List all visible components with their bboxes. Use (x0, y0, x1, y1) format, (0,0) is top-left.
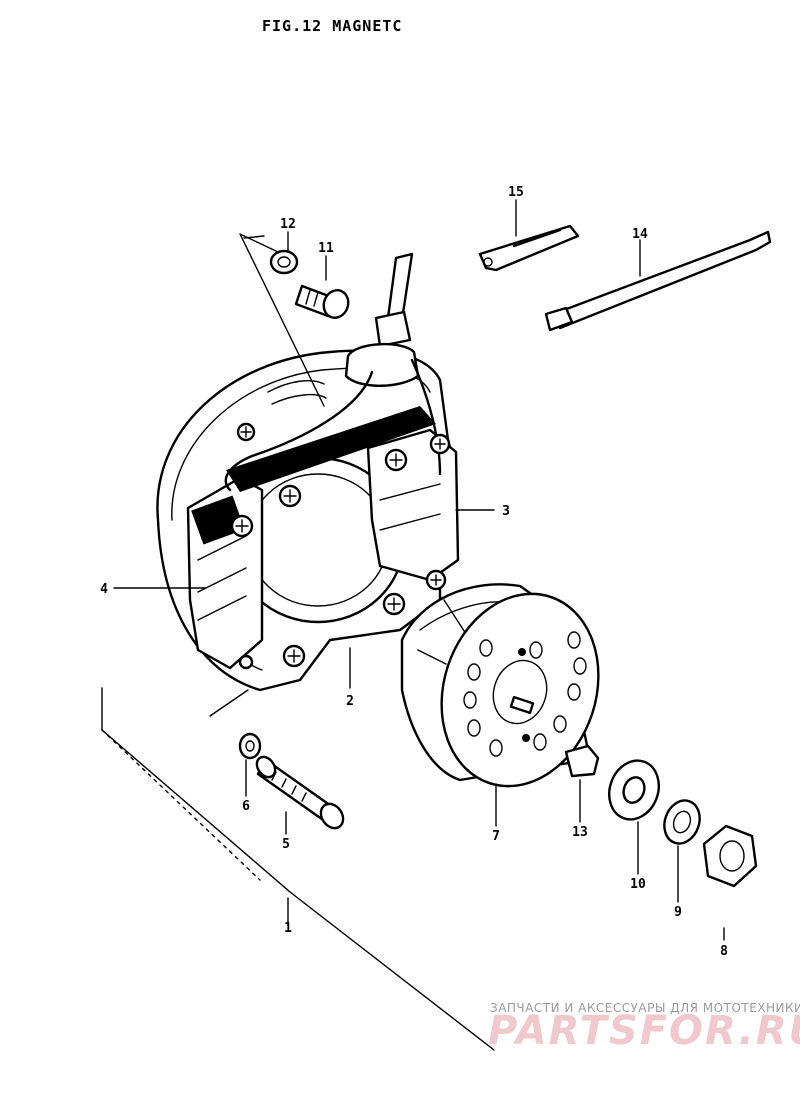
rotor-holes (463, 631, 587, 757)
stator-screw (425, 569, 447, 591)
lead-wire-clamp (478, 224, 580, 272)
woodruff-key (564, 744, 600, 778)
nut (702, 824, 758, 888)
lighting-coil (186, 476, 264, 670)
stator-screw (230, 514, 254, 538)
stator-mounting-screw (255, 755, 345, 830)
label-9: 9 (674, 905, 682, 920)
figure-title: FIG.12 MAGNETC (262, 17, 402, 35)
part-labels: 1 2 3 4 5 6 7 8 9 10 11 12 13 14 15 (100, 185, 728, 959)
flywheel-rotor (400, 583, 600, 788)
watermark: ЗАПЧАСТИ И АКСЕССУАРЫ ДЛЯ МОТОТЕХНИКИ PA… (488, 1001, 800, 1054)
washer (608, 759, 660, 821)
stator-screw (282, 644, 306, 668)
lead-clamp-washer (269, 249, 299, 275)
stator-hole (238, 654, 254, 670)
watermark-brand: PARTSFOR.RU (488, 1008, 800, 1054)
label-13: 13 (572, 825, 588, 840)
stator-screw (278, 484, 302, 508)
cable-band (544, 230, 772, 332)
label-3: 3 (502, 504, 510, 519)
label-10: 10 (630, 877, 646, 892)
screw-lock-washer (238, 732, 262, 760)
label-5: 5 (282, 837, 290, 852)
watermark-tagline: ЗАПЧАСТИ И АКСЕССУАРЫ ДЛЯ МОТОТЕХНИКИ (490, 1001, 800, 1015)
label-1: 1 (284, 921, 292, 936)
label-7: 7 (492, 829, 500, 844)
label-15: 15 (508, 185, 524, 200)
label-8: 8 (720, 944, 728, 959)
label-14: 14 (632, 227, 648, 242)
lock-washer (663, 799, 701, 845)
stator-screw (429, 433, 451, 455)
assembly-bracket (101, 687, 495, 1051)
stator-screw (236, 422, 256, 442)
label-6: 6 (242, 799, 250, 814)
leader-lines (113, 199, 725, 941)
label-4: 4 (100, 582, 108, 597)
stator-screw (384, 448, 408, 472)
lead-clamp-screw (294, 284, 350, 319)
label-11: 11 (318, 241, 334, 256)
stator-screws (230, 422, 451, 670)
lead-wire (224, 252, 442, 492)
label-2: 2 (346, 694, 354, 709)
label-12: 12 (280, 217, 296, 232)
stator-screw (382, 592, 406, 616)
